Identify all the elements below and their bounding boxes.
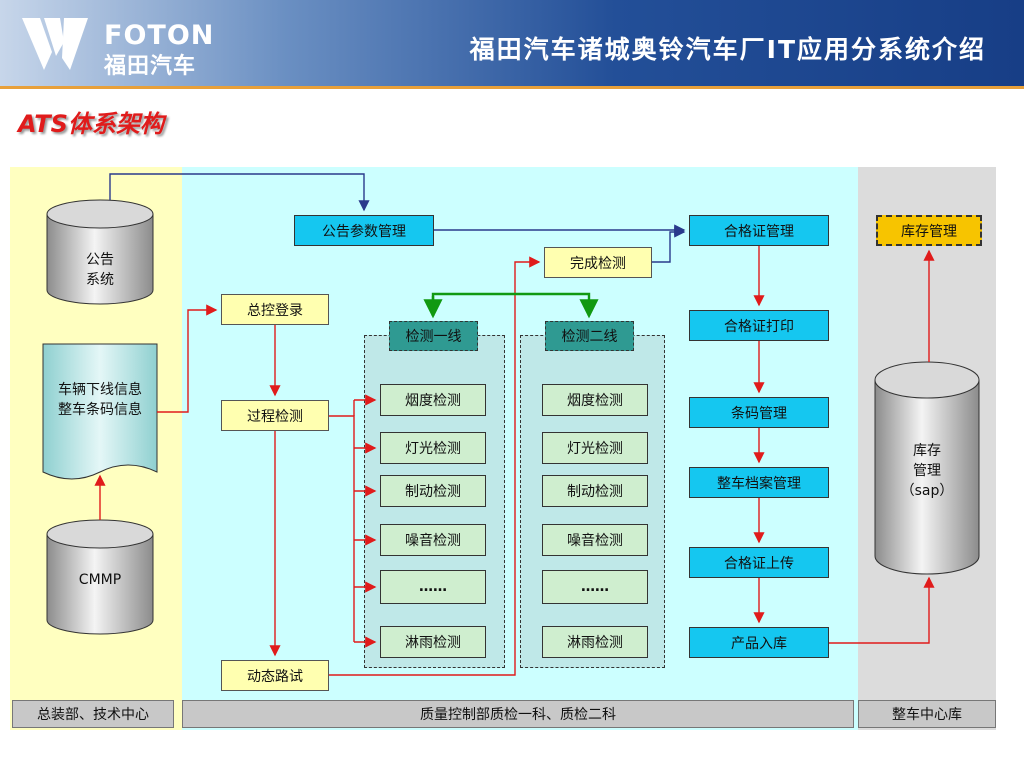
diagram-title: ATS体系架构 <box>18 110 164 138</box>
notice-param-box[interactable]: 公告参数管理 <box>294 215 434 246</box>
process-check-box[interactable]: 过程检测 <box>221 400 329 431</box>
cert-print-box[interactable]: 合格证打印 <box>689 310 829 341</box>
vehicle-info-line2: 整车条码信息 <box>58 402 142 418</box>
test-line-2-title[interactable]: 检测二线 <box>545 321 634 351</box>
notice-system-line2: 系统 <box>86 272 114 288</box>
master-login-box[interactable]: 总控登录 <box>221 294 329 325</box>
line1-light-check[interactable]: 灯光检测 <box>380 432 486 464</box>
line1-smoke-check[interactable]: 烟度检测 <box>380 384 486 416</box>
product-storage-box[interactable]: 产品入库 <box>689 627 829 658</box>
line2-ellipsis-check[interactable]: …… <box>542 570 648 604</box>
vehicle-info-label: 车辆下线信息 整车条码信息 <box>43 380 157 420</box>
logo-text-cn: 福田汽车 <box>104 54 197 79</box>
inventory-management-box[interactable]: 库存管理 <box>876 215 982 246</box>
line2-smoke-check[interactable]: 烟度检测 <box>542 384 648 416</box>
notice-system-cylinder <box>46 199 154 305</box>
footer-middle-label: 质量控制部质检一科、质检二科 <box>182 700 854 728</box>
cmmp-label: CMMP <box>78 572 122 588</box>
line1-ellipsis-check[interactable]: …… <box>380 570 486 604</box>
line2-brake-check[interactable]: 制动检测 <box>542 475 648 507</box>
line1-noise-check[interactable]: 噪音检测 <box>380 524 486 556</box>
test-line-1-title[interactable]: 检测一线 <box>389 321 478 351</box>
complete-check-box[interactable]: 完成检测 <box>544 247 652 278</box>
page-title: 福田汽车诸城奥铃汽车厂IT应用分系统介绍 <box>469 35 986 64</box>
footer-right-label: 整车中心库 <box>858 700 996 728</box>
inventory-db-line2: 管理 <box>913 463 941 479</box>
vehicle-info-document <box>42 343 158 480</box>
vehicle-info-line1: 车辆下线信息 <box>58 382 142 398</box>
line2-light-check[interactable]: 灯光检测 <box>542 432 648 464</box>
dynamic-test-box[interactable]: 动态路试 <box>221 660 329 691</box>
vehicle-archive-box[interactable]: 整车档案管理 <box>689 467 829 498</box>
foton-logo-icon <box>22 18 88 70</box>
notice-system-label: 公告 系统 <box>60 250 140 290</box>
line2-rain-check[interactable]: 淋雨检测 <box>542 626 648 658</box>
inventory-db-line1: 库存 <box>913 443 941 459</box>
footer-left-label: 总装部、技术中心 <box>12 700 174 728</box>
logo-text-en: FOTON <box>104 20 215 51</box>
line1-rain-check[interactable]: 淋雨检测 <box>380 626 486 658</box>
cert-management-box[interactable]: 合格证管理 <box>689 215 829 246</box>
header-accent-line <box>0 86 1024 89</box>
header-banner <box>0 0 1024 88</box>
cert-upload-box[interactable]: 合格证上传 <box>689 547 829 578</box>
barcode-management-box[interactable]: 条码管理 <box>689 397 829 428</box>
line1-brake-check[interactable]: 制动检测 <box>380 475 486 507</box>
notice-system-line1: 公告 <box>86 252 114 268</box>
inventory-db-cylinder <box>874 361 980 575</box>
line2-noise-check[interactable]: 噪音检测 <box>542 524 648 556</box>
inventory-db-line3: （sap） <box>900 483 954 499</box>
inventory-db-label: 库存 管理 （sap） <box>880 441 974 501</box>
